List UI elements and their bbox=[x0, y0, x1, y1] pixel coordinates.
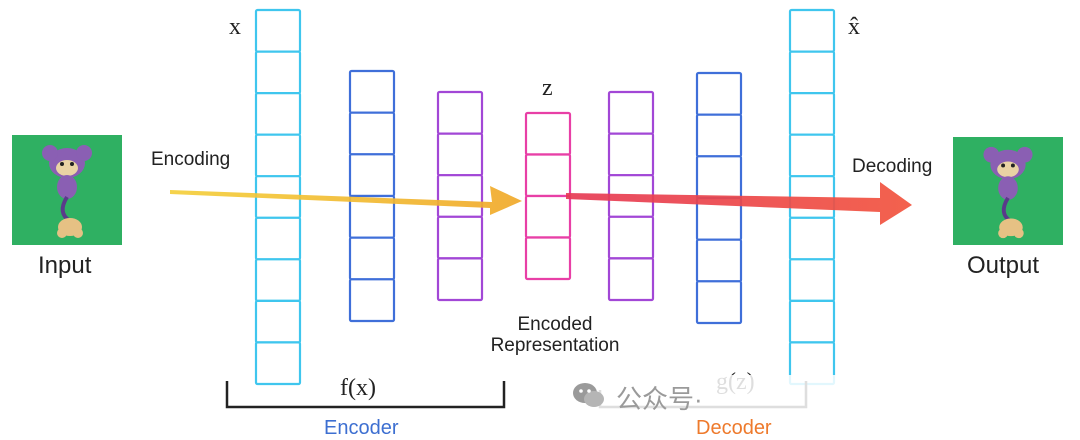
input-image bbox=[12, 135, 122, 245]
watermark: 公众号· bbox=[572, 375, 852, 415]
neuron-cell bbox=[695, 280, 743, 325]
neuron-cell bbox=[436, 215, 484, 260]
neuron-cell bbox=[695, 155, 743, 200]
neuron-cell bbox=[695, 71, 743, 116]
neuron-cell bbox=[436, 132, 484, 177]
neuron-cell bbox=[254, 258, 302, 302]
neuron-cell bbox=[524, 111, 572, 156]
encoder-bracket bbox=[225, 381, 506, 409]
neuron-cell bbox=[788, 91, 836, 136]
neuron-cell bbox=[524, 236, 572, 281]
decoding-arrow bbox=[566, 182, 912, 225]
encoding-label: Encoding bbox=[151, 149, 231, 170]
neuron-cell bbox=[607, 90, 655, 135]
watermark-text: 公众号· bbox=[616, 384, 703, 414]
input-layer-x bbox=[254, 8, 302, 386]
neuron-cell bbox=[524, 194, 572, 239]
encoder-label: Encoder bbox=[324, 417, 399, 439]
xhat-label: x̂ bbox=[848, 14, 860, 40]
creature-output-icon bbox=[983, 146, 1033, 239]
input-label: Input bbox=[38, 252, 92, 279]
neuron-cell bbox=[788, 50, 836, 95]
neuron-cell bbox=[788, 216, 836, 261]
neuron-cell bbox=[348, 69, 396, 114]
code-layer-z bbox=[524, 111, 572, 281]
output-layer-xhat bbox=[788, 8, 836, 386]
output-label: Output bbox=[967, 252, 1040, 279]
output-image bbox=[953, 137, 1063, 245]
neuron-cell bbox=[348, 236, 396, 281]
encoder-hidden-layer-2 bbox=[436, 90, 484, 302]
encoded-rep-line2: Representation bbox=[490, 335, 620, 356]
creature-input-icon bbox=[42, 145, 92, 238]
neuron-cell bbox=[524, 153, 572, 198]
decoder-hidden-layer-2 bbox=[695, 71, 743, 325]
neuron-cell bbox=[436, 257, 484, 302]
neuron-cell bbox=[254, 91, 302, 136]
neuron-cell bbox=[348, 111, 396, 156]
neuron-cell bbox=[788, 299, 836, 344]
neuron-cell bbox=[607, 215, 655, 260]
neuron-cell bbox=[436, 90, 484, 135]
encoded-rep-line1: Encoded bbox=[517, 314, 593, 335]
wechat-icon bbox=[573, 383, 604, 407]
encoder-hidden-layer-1 bbox=[348, 69, 396, 323]
z-label: z bbox=[542, 75, 553, 101]
neuron-cell bbox=[788, 258, 836, 302]
neuron-cell bbox=[254, 341, 302, 386]
neuron-cell bbox=[254, 133, 302, 178]
neuron-cell bbox=[254, 50, 302, 95]
neuron-cell bbox=[607, 257, 655, 302]
neuron-cell bbox=[695, 238, 743, 283]
neuron-cell bbox=[348, 278, 396, 323]
neuron-cell bbox=[254, 216, 302, 261]
neuron-cell bbox=[436, 174, 484, 218]
neuron-cell bbox=[788, 133, 836, 178]
neuron-cell bbox=[348, 153, 396, 198]
encoded-representation-label: Encoded Representation bbox=[480, 314, 630, 356]
neuron-cell bbox=[254, 8, 302, 53]
neuron-cell bbox=[254, 299, 302, 344]
neuron-cell bbox=[788, 8, 836, 53]
fx-label: f(x) bbox=[340, 375, 376, 401]
decoder-label: Decoder bbox=[696, 417, 772, 439]
neuron-cell bbox=[607, 132, 655, 177]
encoding-arrow bbox=[170, 186, 522, 215]
neuron-cell bbox=[695, 113, 743, 158]
decoding-label: Decoding bbox=[852, 156, 933, 177]
x-label: x bbox=[229, 14, 241, 40]
